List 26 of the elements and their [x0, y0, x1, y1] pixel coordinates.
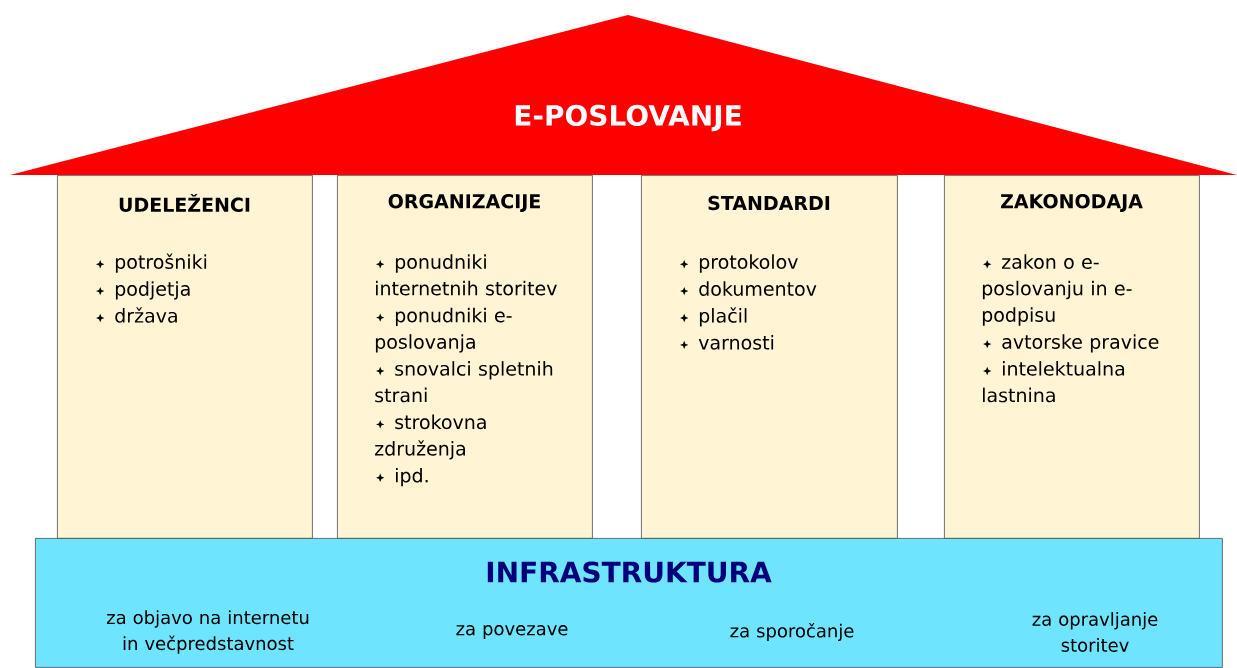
base-text: za opravljanje storitev: [1032, 612, 1158, 652]
column-heading: STANDARDI: [708, 195, 830, 211]
bullet-item: protokolov: [680, 254, 798, 273]
pillar-box: [944, 175, 1200, 539]
bullet-item: podjetja: [96, 281, 190, 300]
bullet-item: ipd.: [376, 467, 428, 487]
base-text: za povezave: [456, 625, 568, 639]
bullet-item: država: [96, 307, 177, 323]
bullet-item: potrošniki: [96, 253, 207, 273]
bullet-item: intelektualna lastnina: [983, 361, 1124, 403]
bullet-item: avtorske pravice: [983, 334, 1159, 353]
base-text: za objavo na internetu in večpredstavnost: [106, 610, 309, 654]
column-heading: UDELEŽENCI: [119, 194, 250, 212]
bullet-item: plačil: [680, 307, 747, 327]
foundation-band: [35, 538, 1223, 668]
bullet-item: varnosti: [680, 335, 774, 350]
column-heading: ZAKONODAJA: [1000, 194, 1143, 212]
pillar-box: [337, 175, 593, 539]
base-text: za sporočanje: [730, 622, 854, 642]
pillar-box: [641, 175, 898, 539]
bullet-item: dokumentov: [680, 281, 817, 296]
base-title: INFRASTRUKTURA: [487, 561, 772, 583]
column-heading: ORGANIZACIJE: [388, 194, 540, 212]
roof-title: E-POSLOVANJE: [515, 104, 741, 132]
pillar-box: [57, 175, 313, 539]
roof-triangle: [10, 15, 1237, 175]
